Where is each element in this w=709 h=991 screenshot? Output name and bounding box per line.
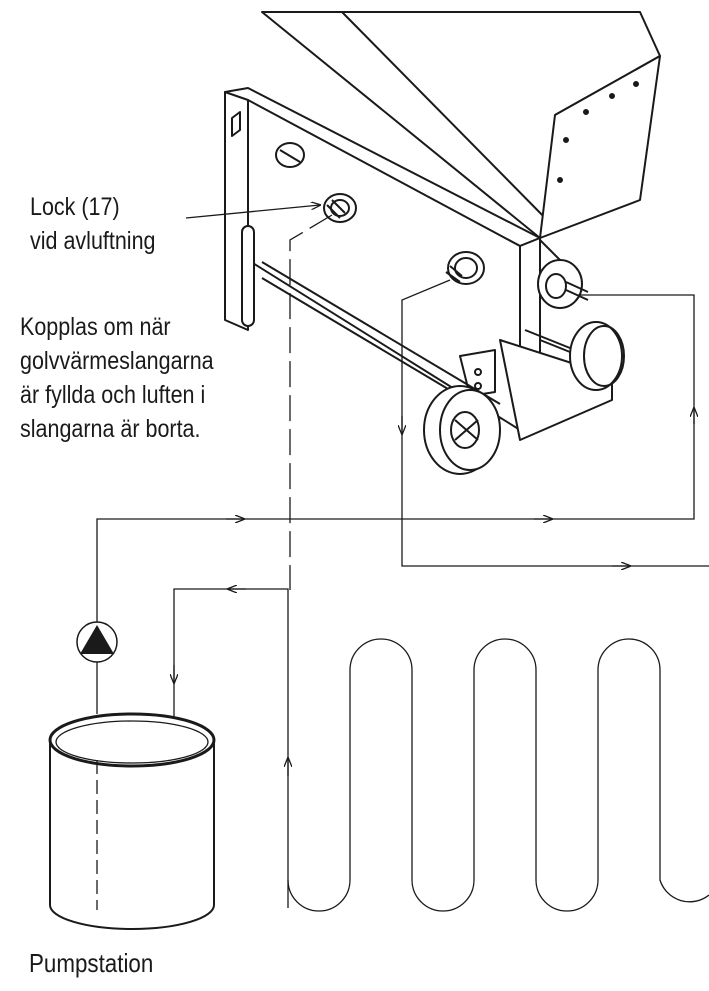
fitting-outlet [445, 251, 485, 285]
vent-pipe [241, 225, 255, 327]
floor-heating-loop [287, 638, 709, 912]
fitting-lock [323, 193, 357, 223]
piping [96, 214, 709, 912]
pump-motor [537, 239, 589, 309]
wheel-rear [569, 321, 625, 391]
lock-label-line-1: Lock (17) [30, 193, 120, 221]
pump-station-label: Pumpstation [29, 948, 154, 978]
lock-label: Lock (17) vid avluftning [30, 190, 156, 258]
reconnect-note-line-4: slangarna är borta. [20, 415, 201, 443]
lock-leader-line [185, 205, 320, 219]
pump-station-bucket [48, 712, 216, 930]
supply-line [96, 294, 695, 632]
reconnect-note: Kopplas om när golvvärmeslangarna är fyl… [20, 310, 214, 446]
circulation-pump-icon [76, 621, 118, 714]
vent-dashed-line [289, 214, 333, 590]
boiler-body [224, 91, 541, 431]
lock-label-line-2: vid avluftning [30, 227, 156, 255]
hopper-lid [261, 11, 661, 239]
boiler-unit [224, 11, 661, 475]
reconnect-note-line-1: Kopplas om när [20, 313, 171, 341]
reconnect-note-line-3: är fyllda och luften i [20, 381, 206, 409]
fitting-rear [275, 142, 305, 168]
wheel-front [423, 385, 501, 475]
reconnect-note-line-2: golvvärmeslangarna [20, 347, 214, 375]
